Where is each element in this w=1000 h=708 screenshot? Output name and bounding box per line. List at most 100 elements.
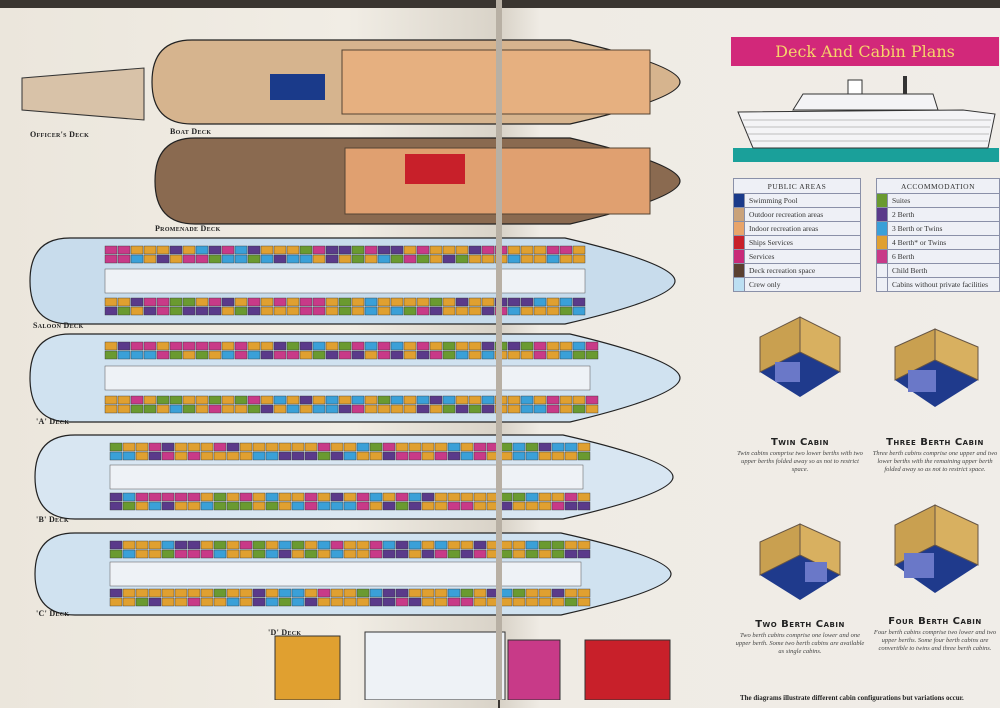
cabin-block — [239, 501, 253, 511]
cabin-block — [252, 588, 266, 598]
cabin-block — [104, 245, 118, 255]
cabin-block — [408, 442, 422, 452]
cabin-block — [234, 341, 248, 351]
cabin-block — [182, 404, 196, 414]
cabin-block — [455, 350, 469, 360]
cabin-block — [564, 549, 578, 559]
cabin-block — [195, 297, 209, 307]
cabin-block — [559, 245, 573, 255]
cabin-block — [286, 341, 300, 351]
cabin-block — [330, 501, 344, 511]
cabin-block — [460, 501, 474, 511]
cabin-block — [564, 588, 578, 598]
cabin-block — [304, 540, 318, 550]
cabin-block — [122, 501, 136, 511]
cabin-block — [109, 597, 123, 607]
legend-row: Crew only — [733, 277, 861, 292]
cabin-block — [442, 404, 456, 414]
cabin-block — [161, 442, 175, 452]
cabin-block — [221, 395, 235, 405]
legend-label: Ships Services — [744, 235, 861, 250]
cabin-block — [187, 492, 201, 502]
cabin-block — [135, 451, 149, 461]
legend-label: Swimming Pool — [744, 193, 861, 208]
cabin-block — [148, 501, 162, 511]
cabin-block — [447, 442, 461, 452]
legend-label: 2 Berth — [887, 207, 1000, 222]
cabin-block — [390, 306, 404, 316]
cabin-block — [442, 341, 456, 351]
cabin-block — [143, 341, 157, 351]
cabin-block — [351, 245, 365, 255]
cabin-block — [234, 254, 248, 264]
cabin-block — [507, 350, 521, 360]
cabin-block — [512, 501, 526, 511]
cabin-block — [481, 395, 495, 405]
cabin-block — [572, 404, 586, 414]
cabin-block — [200, 549, 214, 559]
cabin-block — [226, 501, 240, 511]
legend-row: Services — [733, 249, 861, 264]
cabin-block — [538, 442, 552, 452]
cabin-block — [538, 549, 552, 559]
cabin-block — [572, 350, 586, 360]
cabin-block — [325, 245, 339, 255]
cabin-block — [434, 451, 448, 461]
cabin-block — [299, 350, 313, 360]
cabin-block — [143, 297, 157, 307]
cabin-block — [559, 297, 573, 307]
cabin-block — [442, 297, 456, 307]
cabin-block — [252, 442, 266, 452]
cabin-block — [169, 245, 183, 255]
cabin-block — [117, 341, 131, 351]
cabin-block — [291, 540, 305, 550]
cabin-block — [247, 297, 261, 307]
legend-swatch — [733, 263, 745, 278]
cabin-block — [130, 350, 144, 360]
cabin-block — [187, 597, 201, 607]
cabin-block — [208, 395, 222, 405]
cabin-block — [382, 451, 396, 461]
cabin-block — [156, 306, 170, 316]
cabin-block — [273, 245, 287, 255]
cabin-block — [109, 540, 123, 550]
cabin-block — [104, 341, 118, 351]
cabin-block — [538, 492, 552, 502]
cabin-block — [208, 306, 222, 316]
cabin-block — [577, 597, 591, 607]
cabin-block — [343, 442, 357, 452]
ship-profile — [733, 76, 999, 162]
cabin-block — [585, 350, 599, 360]
cabin-block — [195, 341, 209, 351]
cabin-block — [572, 245, 586, 255]
cabin-block — [473, 588, 487, 598]
cabin-block — [408, 501, 422, 511]
cabin-block — [455, 245, 469, 255]
cabin-block — [364, 297, 378, 307]
cabin-block — [416, 350, 430, 360]
cabin-block — [507, 404, 521, 414]
cabin-block — [382, 492, 396, 502]
legend-row: Outdoor recreation areas — [733, 207, 861, 222]
cabin-block — [169, 306, 183, 316]
cabin-block — [520, 306, 534, 316]
cabin-block — [408, 540, 422, 550]
cabin-block — [135, 492, 149, 502]
cabin-block — [174, 451, 188, 461]
cabin-block — [551, 442, 565, 452]
cabin-block — [330, 588, 344, 598]
cabin-block — [460, 597, 474, 607]
cabin-block — [226, 597, 240, 607]
cabin-block — [252, 597, 266, 607]
cabin-block — [343, 451, 357, 461]
cabin-block — [312, 245, 326, 255]
cabin-block — [273, 350, 287, 360]
cabin-block — [369, 540, 383, 550]
cabin-block — [403, 254, 417, 264]
cabin-block — [208, 297, 222, 307]
cabin-block — [182, 306, 196, 316]
cabin-block — [148, 540, 162, 550]
cabin-block — [104, 404, 118, 414]
cabin-block — [330, 540, 344, 550]
cabin-block — [130, 297, 144, 307]
